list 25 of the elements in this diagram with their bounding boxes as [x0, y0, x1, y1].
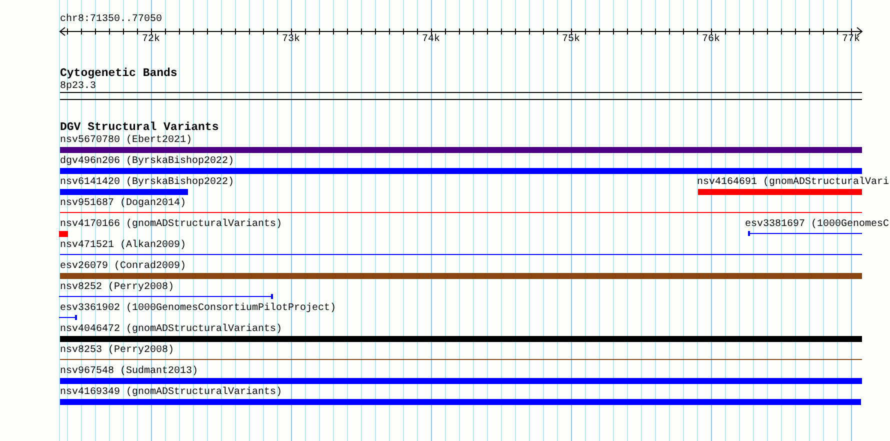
track-heading: DGV Structural Variants [60, 121, 219, 134]
tick-label: 75k [562, 35, 580, 45]
feature-label: esv3361902 (1000GenomesConsortiumPilotProject) [60, 304, 336, 314]
feature-label: nsv951687 (Dogan2014) [60, 199, 186, 209]
feature-label: nsv4169349 (gnomADStructuralVariants) [60, 388, 282, 398]
feature-label: nsv4170166 (gnomADStructuralVariants) [60, 220, 282, 230]
track-heading: Cytogenetic Bands [60, 67, 178, 80]
feature-label: dgv496n206 (ByrskaBishop2022) [60, 157, 234, 167]
feature-label: esv26079 (Conrad2009) [60, 262, 186, 272]
tick-label: 74k [422, 35, 440, 45]
tick-label: 77k [842, 35, 860, 45]
tick-label: 72k [142, 35, 160, 45]
feature-label: nsv4164691 (gnomADStructuralVari [697, 178, 890, 188]
feature-label: esv3381697 (1000GenomesC [745, 220, 890, 230]
feature-label: nsv8252 (Perry2008) [60, 283, 174, 293]
tick-label: 73k [282, 35, 300, 45]
feature-label: nsv471521 (Alkan2009) [60, 241, 186, 251]
feature-label: nsv5670780 (Ebert2021) [60, 136, 192, 146]
feature-label: nsv4046472 (gnomADStructuralVariants) [60, 325, 282, 335]
location-label: chr8:71350..77050 [60, 15, 162, 25]
band-label: 8p23.3 [60, 82, 96, 92]
feature-label: nsv8253 (Perry2008) [60, 346, 174, 356]
feature-label: nsv967548 (Sudmant2013) [60, 367, 198, 377]
feature-label: nsv6141420 (ByrskaBishop2022) [60, 178, 234, 188]
tick-label: 76k [702, 35, 720, 45]
